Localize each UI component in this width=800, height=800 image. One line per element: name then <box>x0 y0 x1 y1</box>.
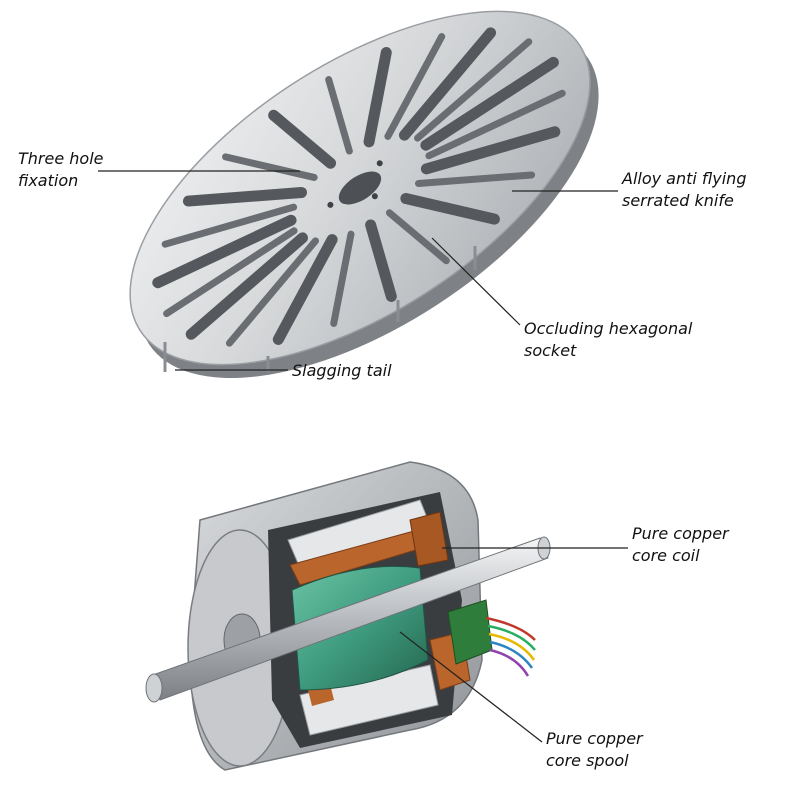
serrated-knife-slot <box>272 234 338 345</box>
disc-slot <box>222 153 318 181</box>
callout-slagging-tail: Slagging tail <box>292 360 392 382</box>
disc-legs <box>163 246 477 372</box>
callout-line: core spool <box>546 751 629 770</box>
disc-slot <box>414 171 536 188</box>
callout-line: fixation <box>18 171 79 190</box>
callout-line: Slagging tail <box>292 361 392 380</box>
disc-slot <box>163 227 298 318</box>
callout-line: serrated knife <box>622 191 734 210</box>
serrated-knife-slot <box>268 109 337 169</box>
serrated-knife-slot <box>185 232 308 340</box>
leader-lines <box>98 170 628 743</box>
disc-slot <box>330 230 355 327</box>
callout-line: Occluding hexagonal <box>524 319 693 338</box>
cutter-disc <box>129 10 599 378</box>
callout-copper-core-spool: Pure copper core spool <box>546 728 643 772</box>
serrated-knife-slot <box>420 126 561 175</box>
lead-wires <box>485 616 536 677</box>
callout-line: core coil <box>632 546 700 565</box>
disc-slots <box>152 27 566 347</box>
serrated-knife-slot <box>363 47 392 148</box>
circuit-board <box>447 599 493 665</box>
callout-line: socket <box>524 341 577 360</box>
fixation-hole <box>371 193 378 200</box>
callout-line: Alloy anti flying <box>622 169 747 188</box>
serrated-knife-slot <box>182 186 308 207</box>
callout-alloy-serrated-knife: Alloy anti flying serrated knife <box>622 168 746 212</box>
shaft-end <box>145 673 163 703</box>
serrated-knife-slot <box>420 56 559 151</box>
serrated-knife-slot <box>400 193 500 225</box>
serrated-knife-slot <box>398 27 497 141</box>
serrated-knife-slot <box>365 219 397 302</box>
disc-slot <box>414 38 533 142</box>
serrated-knife-slot <box>152 214 297 289</box>
disc-slot <box>225 237 320 347</box>
fixation-hole <box>376 160 383 167</box>
disc-slot <box>385 209 450 265</box>
copper-coil-side <box>409 511 449 567</box>
callout-copper-core-coil: Pure copper core coil <box>632 523 729 567</box>
leader-hex-socket <box>431 237 521 326</box>
disc-slot <box>384 33 446 140</box>
center-hole <box>338 171 382 205</box>
leader-copper-spool <box>399 631 543 743</box>
motor-cutaway <box>145 461 551 771</box>
disc-slot <box>325 76 353 155</box>
callout-hexagonal-socket: Occluding hexagonal socket <box>524 318 692 362</box>
callout-line: Three hole <box>18 149 104 168</box>
disc-slot <box>161 203 298 248</box>
fixation-hole <box>327 201 334 208</box>
disc-slot <box>425 89 566 160</box>
callout-line: Pure copper <box>632 524 729 543</box>
callout-three-hole-fixation: Three hole fixation <box>18 148 103 192</box>
callout-line: Pure copper <box>546 729 643 748</box>
